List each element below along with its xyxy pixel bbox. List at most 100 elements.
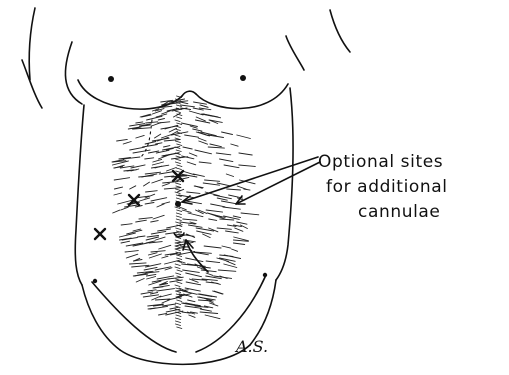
hatch-stroke (222, 246, 231, 248)
hatch-stroke (211, 204, 225, 207)
hatch-stroke (209, 219, 217, 220)
hatch-stroke (239, 153, 252, 155)
midline-hatch-stroke (177, 282, 182, 284)
hatch-stroke (232, 249, 238, 251)
hatch-stroke (156, 143, 162, 144)
hatch-stroke (117, 139, 128, 141)
midline-hatch-stroke (177, 327, 182, 329)
hatch-stroke (136, 220, 147, 222)
right-nipple (240, 75, 246, 81)
hatch-stroke (203, 234, 211, 238)
hatch-stroke (113, 210, 120, 213)
sternal-notch (182, 91, 196, 96)
hatch-stroke (170, 307, 179, 309)
artist-signature: A.S. (234, 337, 268, 356)
hatch-stroke (216, 153, 231, 155)
hatch-stroke (201, 270, 216, 272)
midline-hatch-stroke (176, 198, 181, 200)
hatch-stroke (143, 295, 158, 297)
hatch-stroke (208, 147, 224, 148)
hatch-stroke (157, 204, 164, 207)
hatch-stroke (189, 315, 195, 317)
hatch-stroke (181, 102, 188, 104)
hatch-stroke (210, 144, 222, 147)
abdominal-shading (112, 96, 259, 329)
hatch-stroke (151, 221, 159, 222)
hatch-stroke (121, 207, 129, 210)
hatch-stroke (162, 183, 169, 186)
hatch-stroke (237, 135, 251, 139)
hatch-stroke (150, 292, 157, 294)
hatch-stroke (146, 191, 158, 192)
midline-hatch-stroke (176, 315, 181, 317)
hatch-stroke (188, 225, 202, 227)
hatch-stroke (186, 258, 203, 262)
hatch-stroke (164, 146, 170, 147)
midline-hatch-stroke (175, 285, 180, 287)
hatch-stroke (197, 231, 212, 234)
hatch-stroke (145, 158, 154, 159)
midline-hatch-stroke (175, 111, 180, 113)
hatch-stroke (164, 140, 180, 142)
midline-hatch-stroke (175, 267, 180, 269)
hatch-stroke (125, 251, 138, 252)
midline-hatch-stroke (175, 135, 180, 137)
left-arm-inner-line (22, 60, 42, 108)
hatch-stroke (220, 159, 233, 162)
hatch-stroke (203, 114, 218, 117)
hatch-stroke (148, 290, 156, 291)
x-mark-lower-left (95, 229, 105, 239)
midline-hatch-stroke (175, 141, 180, 143)
left-arm-outer-line (29, 8, 35, 80)
midline-hatch-stroke (176, 243, 181, 245)
midline-hatch-stroke (176, 183, 181, 185)
midline-hatch-stroke (176, 189, 181, 191)
hatch-stroke (136, 279, 144, 283)
hatch-stroke (159, 245, 171, 249)
hatch-stroke (121, 224, 132, 225)
midline-hatch-stroke (177, 270, 182, 272)
hatch-stroke (181, 123, 197, 127)
hatch-stroke (151, 198, 167, 201)
midline-hatch-stroke (176, 216, 181, 218)
left-thigh (82, 285, 120, 350)
hatch-stroke (193, 174, 204, 176)
hatch-stroke (206, 261, 220, 263)
left-inguinal-line (92, 282, 176, 352)
midline-hatch-stroke (176, 168, 181, 170)
right-thigh (250, 280, 276, 345)
hatch-stroke (239, 165, 256, 167)
hatch-stroke (139, 218, 152, 219)
hatch-stroke (189, 111, 203, 115)
midline-hatch-stroke (176, 159, 181, 161)
right-breast (196, 84, 288, 109)
hatch-stroke (233, 243, 244, 245)
midline-hatch-stroke (177, 123, 182, 125)
arrow-to-right-site (236, 162, 320, 204)
hatch-stroke (206, 273, 213, 275)
hatch-stroke (214, 195, 232, 199)
hatch-stroke (140, 198, 150, 201)
midline-hatch-stroke (176, 324, 181, 326)
hatch-stroke (133, 150, 150, 153)
midline-hatch-stroke (177, 210, 182, 212)
midline-hatch-stroke (176, 186, 181, 188)
pointer-arrows (182, 157, 320, 272)
midline-hatch-stroke (175, 138, 180, 140)
hatch-stroke (237, 222, 247, 224)
right-iliac-dot (263, 273, 267, 277)
hatch-stroke (217, 198, 227, 200)
hatch-stroke (195, 150, 212, 154)
hatch-stroke (147, 277, 156, 280)
hatch-stroke (231, 144, 238, 146)
hatch-stroke (146, 274, 156, 276)
midline-hatch-stroke (177, 117, 182, 119)
hatch-stroke (153, 159, 162, 162)
hatch-stroke (153, 285, 169, 288)
hatch-stroke (136, 135, 144, 138)
hatch-stroke (143, 145, 158, 148)
midline-hatch-stroke (177, 165, 182, 167)
hatch-stroke (157, 289, 175, 291)
hatch-stroke (188, 300, 195, 302)
